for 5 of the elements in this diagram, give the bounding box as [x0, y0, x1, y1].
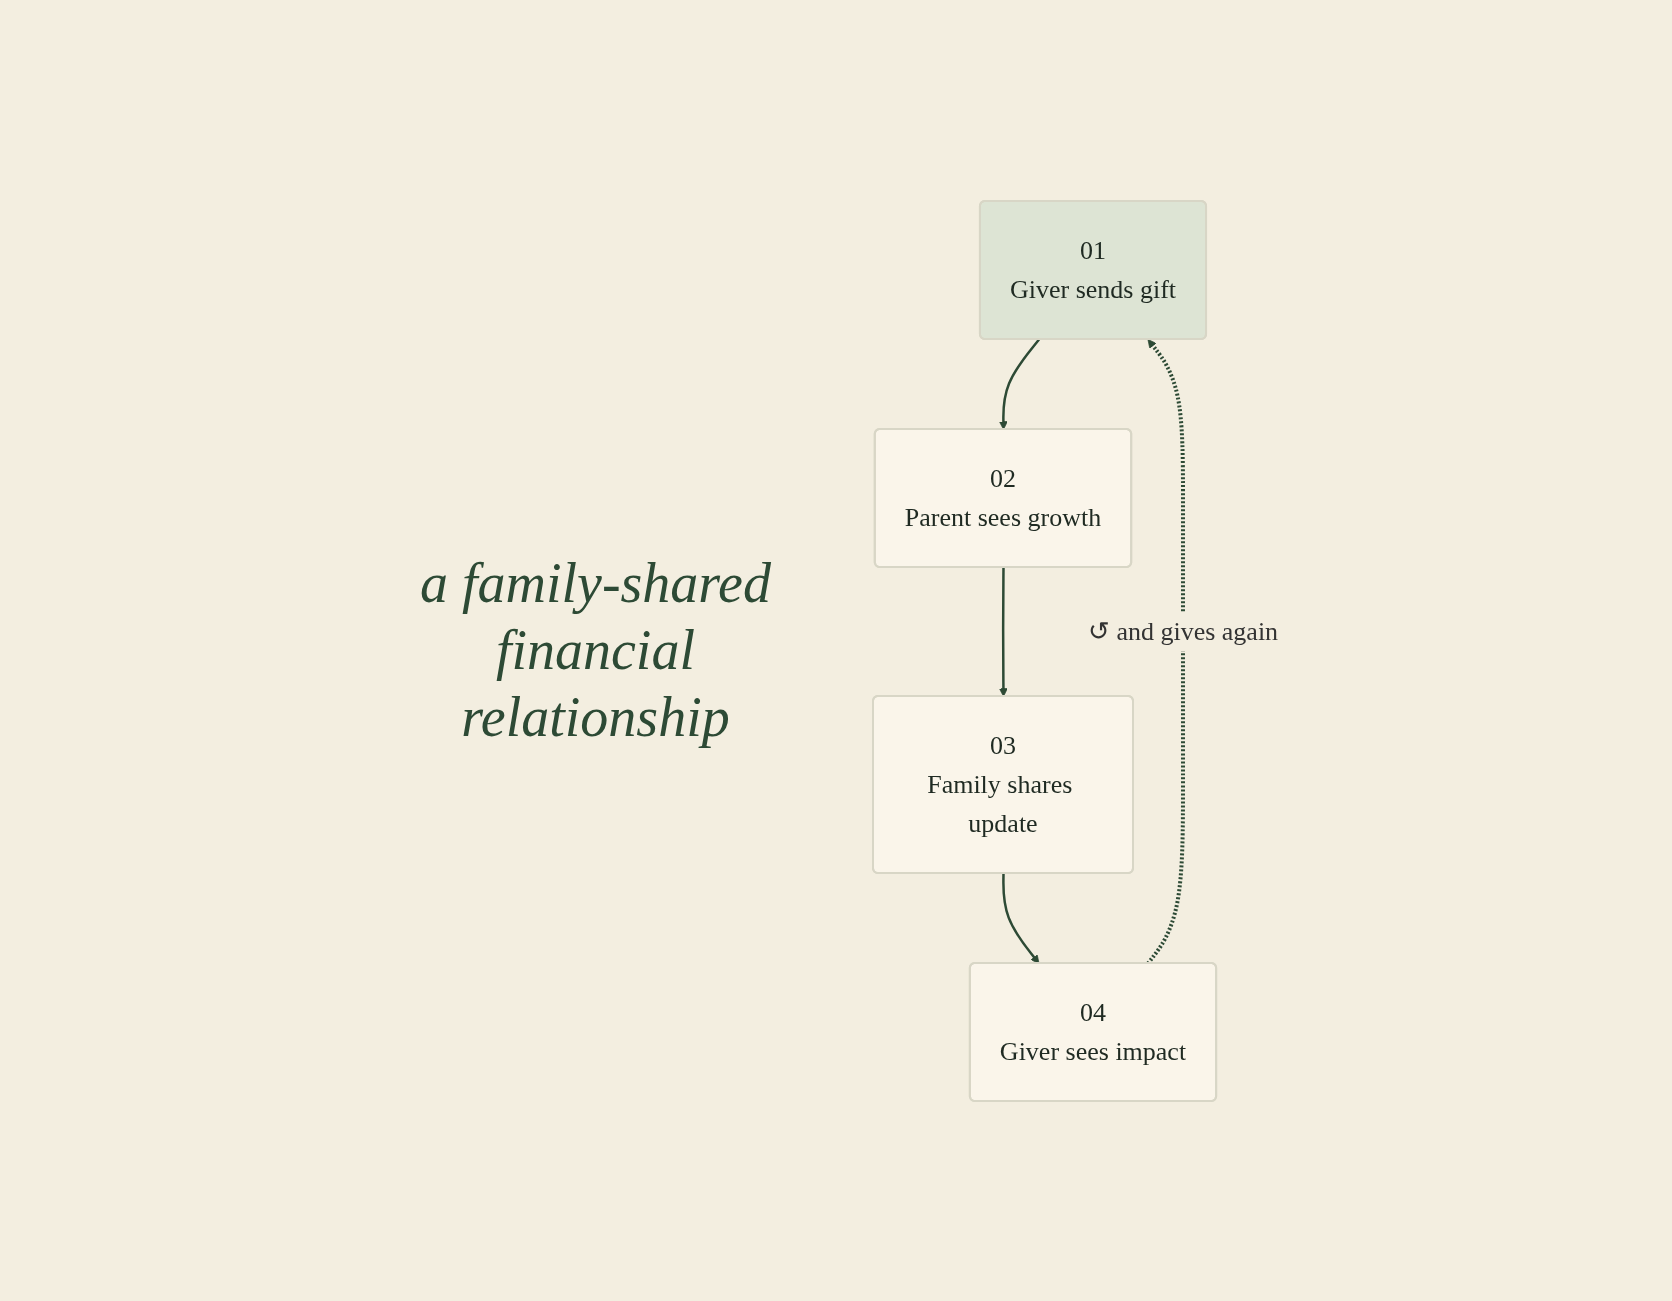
arrow [999, 567, 1009, 697]
arrow [999, 338, 1041, 430]
arrow [1002, 873, 1040, 964]
center-caption: a family-shared financial relationship [418, 550, 772, 751]
edge-label: ↺ and gives again [1088, 616, 1279, 646]
